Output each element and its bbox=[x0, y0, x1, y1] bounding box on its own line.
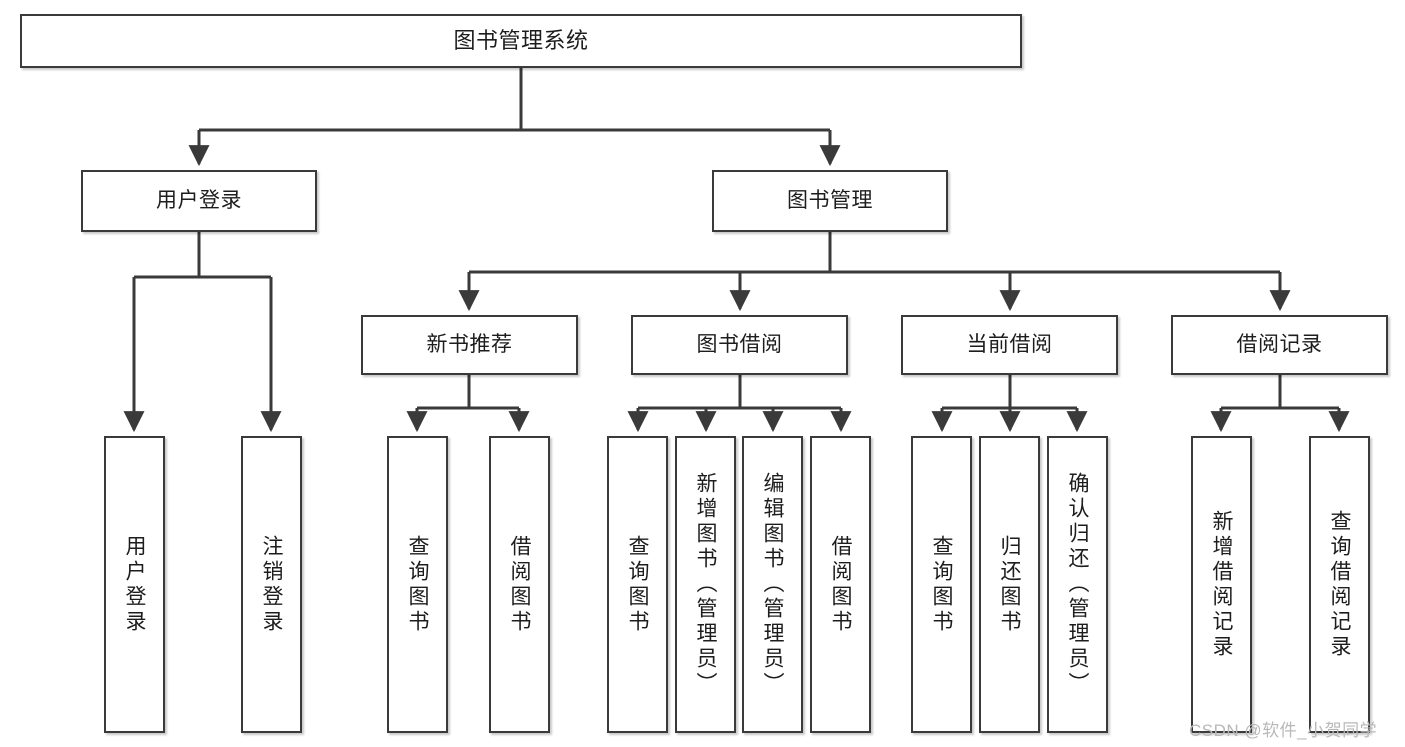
leaf-book-borrow-add[interactable]: 新增图书（管理员） bbox=[675, 436, 736, 733]
node-label: 用户登录 bbox=[123, 534, 146, 635]
node-label: 新书推荐 bbox=[426, 332, 513, 356]
node-label: 归还图书 bbox=[998, 534, 1021, 635]
node-label: 新增图书（管理员） bbox=[694, 472, 717, 697]
node-label: 确认归还（管理员） bbox=[1066, 472, 1089, 697]
watermark: CSDN @软件_小贺同学 bbox=[1189, 721, 1378, 740]
leaf-current-borrow-return[interactable]: 归还图书 bbox=[979, 436, 1040, 733]
node-label: 查询图书 bbox=[406, 534, 429, 635]
leaf-new-book-query[interactable]: 查询图书 bbox=[387, 436, 448, 733]
node-root-system[interactable]: 图书管理系统 bbox=[20, 14, 1022, 68]
node-label: 图书管理 bbox=[787, 188, 873, 212]
node-label: 查询图书 bbox=[930, 534, 953, 635]
node-book-borrow[interactable]: 图书借阅 bbox=[631, 315, 848, 375]
node-borrow-record[interactable]: 借阅记录 bbox=[1171, 315, 1388, 375]
leaf-book-borrow-query[interactable]: 查询图书 bbox=[607, 436, 668, 733]
node-book-management[interactable]: 图书管理 bbox=[712, 170, 948, 232]
node-user-login[interactable]: 用户登录 bbox=[81, 170, 317, 232]
leaf-current-borrow-query[interactable]: 查询图书 bbox=[911, 436, 972, 733]
node-label: 借阅记录 bbox=[1236, 332, 1323, 356]
node-label: 注销登录 bbox=[260, 534, 283, 635]
node-label: 图书借阅 bbox=[696, 332, 783, 356]
node-label: 用户登录 bbox=[156, 188, 242, 212]
leaf-user-login-logout[interactable]: 注销登录 bbox=[241, 436, 302, 733]
leaf-user-login-login[interactable]: 用户登录 bbox=[104, 436, 165, 733]
node-label: 编辑图书（管理员） bbox=[761, 472, 784, 697]
node-current-borrow[interactable]: 当前借阅 bbox=[901, 315, 1118, 375]
leaf-borrow-record-add[interactable]: 新增借阅记录 bbox=[1191, 436, 1252, 733]
leaf-current-borrow-confirm-return[interactable]: 确认归还（管理员） bbox=[1047, 436, 1108, 733]
node-label: 新增借阅记录 bbox=[1210, 509, 1233, 660]
node-label: 借阅图书 bbox=[829, 534, 852, 635]
node-label: 当前借阅 bbox=[966, 332, 1053, 356]
leaf-book-borrow-edit[interactable]: 编辑图书（管理员） bbox=[742, 436, 803, 733]
node-label: 查询图书 bbox=[626, 534, 649, 635]
node-label: 图书管理系统 bbox=[453, 28, 589, 54]
leaf-borrow-record-query[interactable]: 查询借阅记录 bbox=[1309, 436, 1370, 733]
node-label: 查询借阅记录 bbox=[1328, 509, 1351, 660]
node-label: 借阅图书 bbox=[508, 534, 531, 635]
node-new-book-recommend[interactable]: 新书推荐 bbox=[361, 315, 578, 375]
leaf-new-book-borrow[interactable]: 借阅图书 bbox=[489, 436, 550, 733]
leaf-book-borrow-lend[interactable]: 借阅图书 bbox=[810, 436, 871, 733]
